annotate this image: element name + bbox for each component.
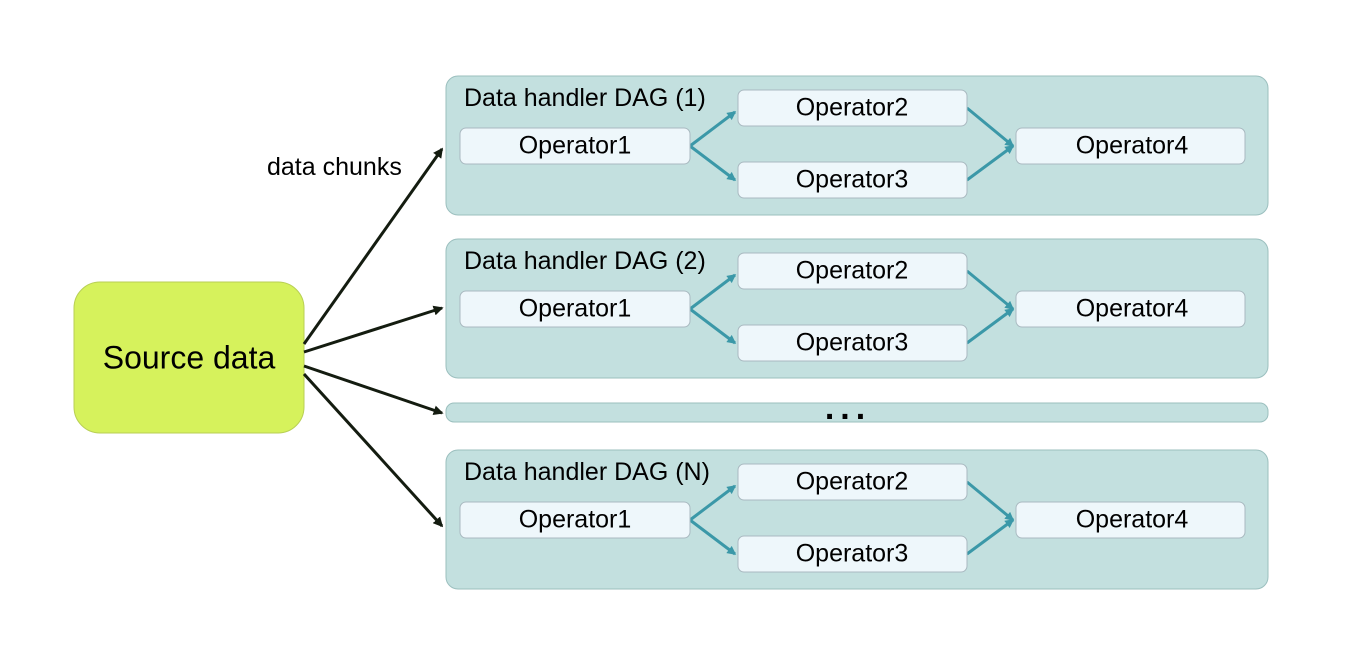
dag-panel-n: Data handler DAG (N) Operator1 Operator2… (445, 449, 1269, 590)
data-chunks-label: data chunks (267, 153, 402, 181)
operator-4-node: Operator4 (1015, 127, 1246, 165)
operator-1-node: Operator1 (459, 290, 691, 328)
edge-op3-op4 (966, 307, 1015, 345)
operator-3-node: Operator3 (737, 161, 968, 199)
operator-2-node: Operator2 (737, 463, 968, 501)
edge-op2-op4 (966, 480, 1015, 522)
dag-panel-1: Data handler DAG (1) Operator1 Operator2… (445, 75, 1269, 216)
chunk-arrow-dag-n (302, 372, 444, 528)
operator-3-node: Operator3 (737, 324, 968, 362)
operator-1-node: Operator1 (459, 127, 691, 165)
operator-1-label: Operator1 (519, 132, 632, 160)
edge-op1-op2 (689, 110, 737, 148)
dag-title: Data handler DAG (2) (464, 247, 706, 275)
edge-op1-op2 (689, 273, 737, 311)
operator-2-label: Operator2 (796, 94, 909, 122)
operator-3-label: Operator3 (796, 329, 909, 357)
operator-4-label: Operator4 (1076, 506, 1189, 534)
operator-1-label: Operator1 (519, 295, 632, 323)
operator-3-label: Operator3 (796, 166, 909, 194)
operator-4-node: Operator4 (1015, 290, 1246, 328)
edge-op2-op4 (966, 269, 1015, 311)
source-data-node: Source data (73, 281, 305, 434)
edge-op1-op3 (689, 144, 737, 182)
operator-2-node: Operator2 (737, 252, 968, 290)
ellipsis-text: ... (825, 389, 871, 427)
edge-op1-op2 (689, 484, 737, 522)
operator-2-label: Operator2 (796, 468, 909, 496)
edge-op3-op4 (966, 518, 1015, 556)
chunk-arrow-dag-2 (303, 305, 444, 354)
operator-3-label: Operator3 (796, 540, 909, 568)
chunk-arrow-ellipsis (303, 364, 444, 416)
operator-2-label: Operator2 (796, 257, 909, 285)
source-data-label: Source data (103, 339, 276, 375)
edge-op3-op4 (966, 144, 1015, 182)
ellipsis-band: ... (445, 389, 1269, 427)
chunk-arrow-dag-1 (302, 147, 444, 345)
dag-title: Data handler DAG (N) (464, 458, 710, 486)
operator-2-node: Operator2 (737, 89, 968, 127)
dag-panel-2: Data handler DAG (2) Operator1 Operator2… (445, 238, 1269, 379)
edge-op2-op4 (966, 106, 1015, 148)
operator-1-label: Operator1 (519, 506, 632, 534)
operator-4-label: Operator4 (1076, 132, 1189, 160)
edge-op1-op3 (689, 307, 737, 345)
dag-title: Data handler DAG (1) (464, 84, 706, 112)
operator-1-node: Operator1 (459, 501, 691, 539)
data-chunk-arrows (302, 147, 444, 528)
edge-op1-op3 (689, 518, 737, 556)
operator-4-node: Operator4 (1015, 501, 1246, 539)
operator-3-node: Operator3 (737, 535, 968, 573)
operator-4-label: Operator4 (1076, 295, 1189, 323)
